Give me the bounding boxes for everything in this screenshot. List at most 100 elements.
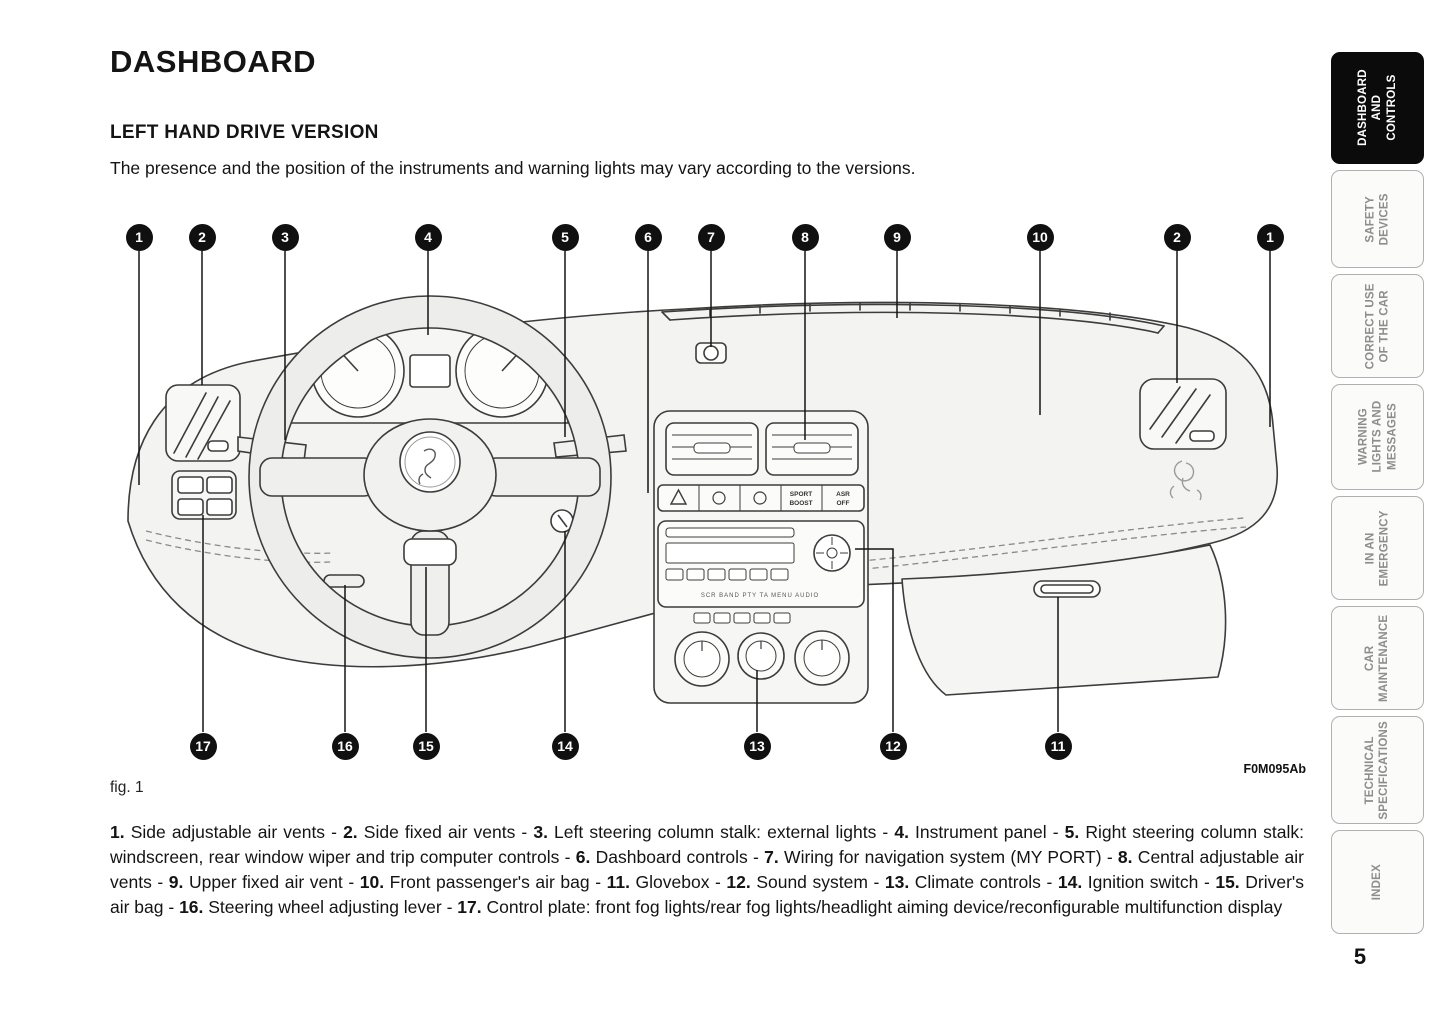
legend-item-text: Control plate: front fog lights/rear fog… (481, 896, 1283, 917)
climate-controls (674, 612, 850, 687)
scorpion-emblem (1169, 460, 1202, 501)
callout-number: 12 (885, 738, 901, 754)
legend-item-number: 12. (726, 871, 751, 892)
callout-number: 5 (561, 229, 569, 245)
callout-number: 1 (135, 229, 143, 245)
intro-text: The presence and the position of the ins… (110, 158, 916, 178)
legend-item-number: 8. (1117, 846, 1133, 867)
dashboard-controls-strip: SPORT BOOST ASR OFF (657, 484, 865, 512)
legend-item-number: 10. (359, 871, 385, 892)
radio-dpad (813, 534, 851, 572)
wheel-scorpion-emblem (418, 448, 436, 485)
legend-item-number: 5. (1064, 822, 1080, 842)
legend-item-number: 3. (533, 822, 548, 842)
callout-number: 16 (337, 738, 353, 754)
legend-item-number: 17. (457, 896, 482, 917)
legend-item-text: Side fixed air vents - (357, 822, 534, 842)
callout-badge: 17 (189, 732, 217, 760)
sidebar-tab: CAR MAINTENANCE (1331, 606, 1424, 710)
asr-off-label: ASR (836, 491, 850, 498)
callout-badge: 16 (331, 732, 359, 760)
sidebar-tab: WARNING LIGHTS AND MESSAGES (1331, 384, 1424, 490)
legend-item-text: Front passenger's air bag - (384, 871, 607, 892)
sidebar-tab-label: INDEX (1371, 863, 1384, 901)
legend-item-text: Right steering column stalk: windscreen,… (110, 822, 1304, 867)
sidebar-tab: SAFETY DEVICES (1331, 170, 1424, 268)
dashboard-figure: SPORT BOOST ASR OFF (110, 215, 1310, 775)
sidebar-tab-label: WARNING LIGHTS AND MESSAGES (1356, 401, 1398, 473)
legend-item-text: Left steering column stalk: external lig… (547, 822, 895, 842)
legend-item-number: 9. (168, 871, 184, 892)
wheel-adjust-lever (323, 574, 365, 588)
sidebar: DASHBOARD AND CONTROLS SAFETY DEVICES CO… (1331, 0, 1431, 1026)
legend-item-text: Upper fixed air vent - (183, 871, 360, 892)
legend-item-number: 6. (575, 846, 591, 867)
legend-item-number: 4. (894, 822, 909, 842)
callout-number: 4 (424, 229, 432, 245)
sport-boost-label: SPORT (790, 491, 812, 498)
callout-badge: 10 (1026, 223, 1054, 251)
page-number: 5 (1353, 944, 1367, 969)
rear-fog-light-icon (753, 491, 767, 505)
figure-label: fig. 1 (110, 779, 144, 796)
sidebar-tab: IN AN EMERGENCY (1331, 496, 1424, 600)
legend-item-text: Side adjustable air vents - (124, 822, 344, 842)
callout-badge: 4 (414, 223, 442, 251)
sidebar-tab: TECHNICAL SPECIFICATIONS (1331, 716, 1424, 824)
legend-item-text: Glovebox - (629, 871, 727, 892)
callout-badge: 3 (271, 223, 299, 251)
legend-item-text: Sound system - (750, 871, 885, 892)
callout-badge: 9 (883, 223, 911, 251)
legend-item-text: Steering wheel adjusting lever - (203, 896, 458, 917)
callout-number: 14 (557, 738, 573, 754)
radio-button-row-labels: SCR BAND PTY TA MENU AUDIO (701, 593, 819, 599)
sidebar-tab-label: IN AN EMERGENCY (1364, 510, 1391, 586)
radio-display (665, 542, 795, 564)
upper-fixed-air-vent (661, 302, 1165, 334)
page-title: DASHBOARD (110, 44, 316, 79)
sidebar-tab-label: TECHNICAL SPECIFICATIONS (1364, 720, 1391, 820)
central-air-vents (665, 422, 859, 476)
callout-badge: 1 (125, 223, 153, 251)
legend-item-number: 7. (764, 846, 779, 867)
callout-badge: 15 (412, 732, 440, 760)
fog-light-icon (712, 491, 726, 505)
svg-text:BOOST: BOOST (789, 500, 812, 507)
callout-number: 6 (644, 229, 652, 245)
legend-item-number: 15. (1215, 871, 1240, 892)
callout-number: 15 (418, 738, 434, 754)
legend-item-number: 14. (1057, 871, 1083, 892)
callout-badge: 2 (188, 223, 216, 251)
callout-leader-lines (138, 251, 1271, 732)
legend-item-text: Central adjustable air vents - (110, 846, 1305, 892)
callout-badge: 8 (791, 223, 819, 251)
sidebar-tab-label: SAFETY DEVICES (1364, 193, 1391, 245)
legend-item-text: Ignition switch - (1082, 871, 1216, 892)
cd-slot (665, 527, 795, 538)
right-side-vent (1139, 378, 1227, 450)
callout-number: 2 (1173, 229, 1181, 245)
control-plate (171, 470, 237, 520)
callout-number: 10 (1032, 229, 1048, 245)
legend-text: 1. Side adjustable air vents - 2. Side f… (110, 820, 1304, 919)
legend-item-text: Dashboard controls - (590, 846, 765, 867)
sidebar-tab-label: DASHBOARD AND CONTROLS (1356, 69, 1398, 147)
callout-number: 3 (281, 229, 289, 245)
callout-number: 7 (707, 229, 715, 245)
center-stack: SPORT BOOST ASR OFF (653, 410, 869, 704)
callout-badge: 1 (1256, 223, 1284, 251)
hazard-icon (669, 488, 688, 505)
glovebox (901, 544, 1227, 696)
steering-wheel (248, 295, 612, 659)
callout-badge: 2 (1163, 223, 1191, 251)
callout-number: 9 (893, 229, 901, 245)
callout-badge: 5 (551, 223, 579, 251)
legend-item-text: Climate controls - (909, 871, 1058, 892)
sidebar-tab: DASHBOARD AND CONTROLS (1331, 52, 1424, 164)
callout-badge: 13 (743, 732, 771, 760)
section-title: LEFT HAND DRIVE VERSION (110, 122, 379, 143)
callout-number: 17 (195, 738, 211, 754)
svg-text:OFF: OFF (837, 500, 850, 507)
callout-number: 13 (749, 738, 765, 754)
driver-airbag-badge (399, 431, 461, 493)
